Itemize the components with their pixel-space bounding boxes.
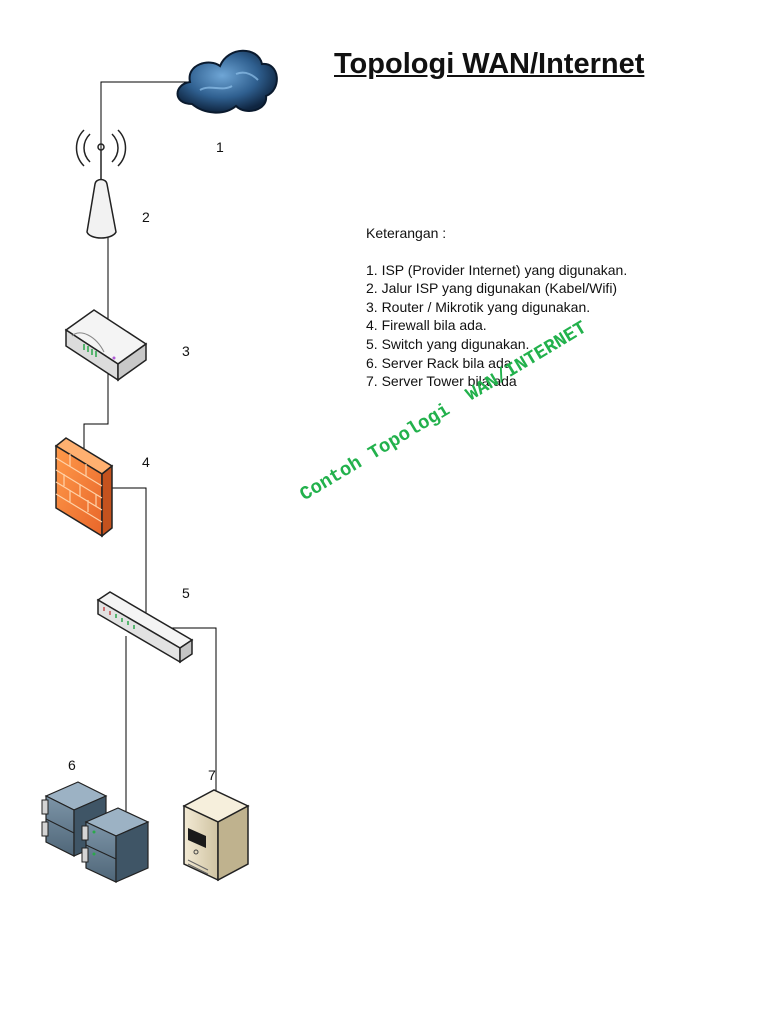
node-number-4: 4 (142, 454, 150, 470)
link-cloud-antenna (100, 81, 190, 180)
server-rack-icon (41, 781, 150, 883)
legend-item: 6. Server Rack bila ada (366, 354, 512, 371)
legend-heading: Keterangan : (366, 225, 447, 241)
cloud-icon (176, 49, 278, 114)
node-number-6: 6 (68, 757, 76, 773)
node-number-1: 1 (216, 139, 224, 155)
node-number-7: 7 (208, 767, 216, 783)
legend-item: 3. Router / Mikrotik yang digunakan. (366, 298, 591, 315)
node-number-5: 5 (182, 585, 190, 601)
firewall-icon (54, 437, 114, 538)
legend: Keterangan : 1. ISP (Provider Internet) … (366, 224, 627, 391)
legend-item: 4. Firewall bila ada. (366, 317, 487, 334)
legend-list: 1. ISP (Provider Internet) yang digunaka… (366, 261, 627, 391)
node-number-3: 3 (182, 343, 190, 359)
legend-item: 2. Jalur ISP yang digunakan (Kabel/Wifi) (366, 280, 618, 297)
legend-item: 5. Switch yang digunakan. (366, 335, 530, 352)
router-icon (64, 309, 148, 382)
legend-item: 7. Server Tower bila ada (366, 373, 517, 390)
switch-icon (96, 591, 194, 664)
antenna-icon (75, 129, 127, 239)
server-tower-icon (182, 789, 250, 882)
page-title: Topologi WAN/Internet (334, 48, 645, 80)
legend-item: 1. ISP (Provider Internet) yang digunaka… (366, 261, 628, 278)
node-number-2: 2 (142, 209, 150, 225)
